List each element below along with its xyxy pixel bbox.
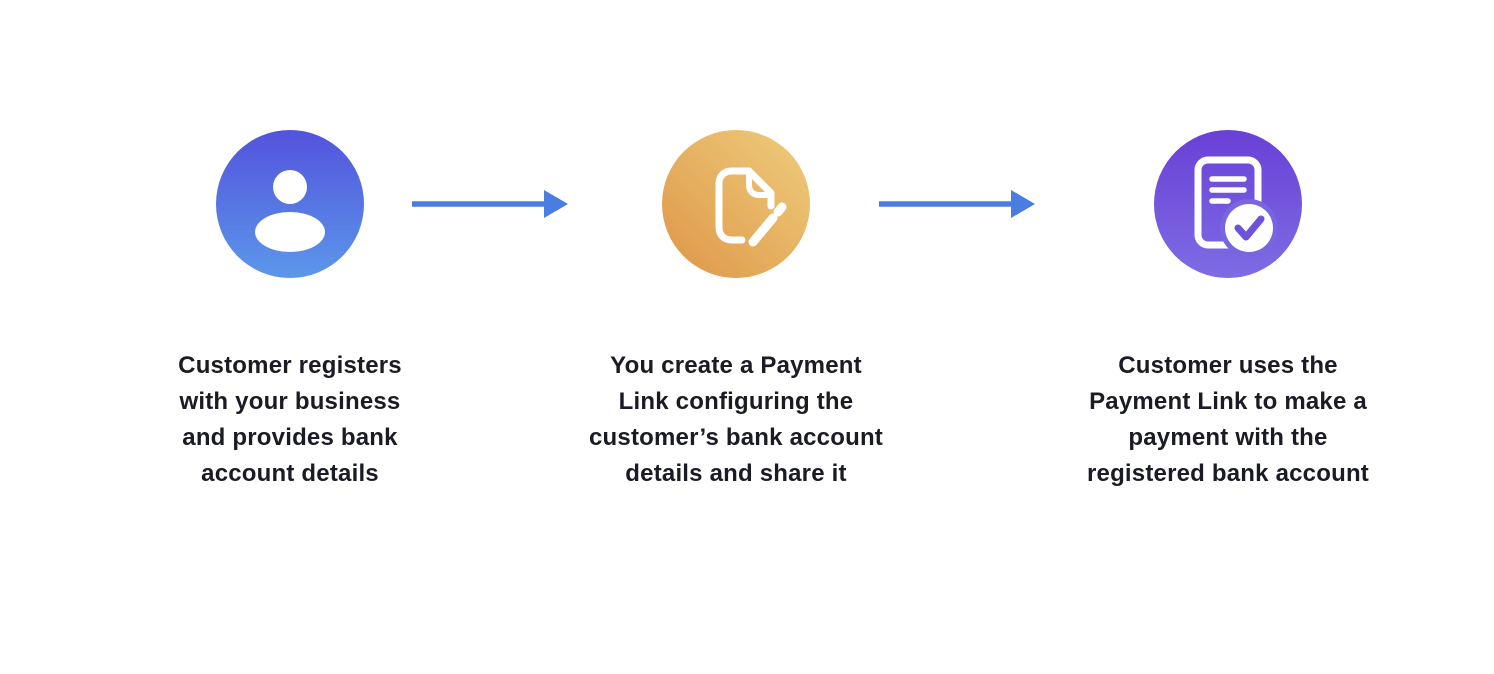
document-edit-icon [662,130,810,278]
step-customer-registers: Customer registers with your business an… [101,130,479,492]
step-customer-pays: Customer uses the Payment Link to make a… [1039,130,1417,492]
step-caption: Customer uses the Payment Link to make a… [1086,352,1370,487]
step-caption: You create a Payment Link configuring th… [588,352,884,487]
user-icon [216,130,364,278]
arrow-right-icon [879,190,1035,218]
document-check-icon [1154,130,1302,278]
arrow-right-icon [412,190,568,218]
step-create-payment-link: You create a Payment Link configuring th… [547,130,925,492]
step-caption: Customer registers with your business an… [178,352,402,487]
